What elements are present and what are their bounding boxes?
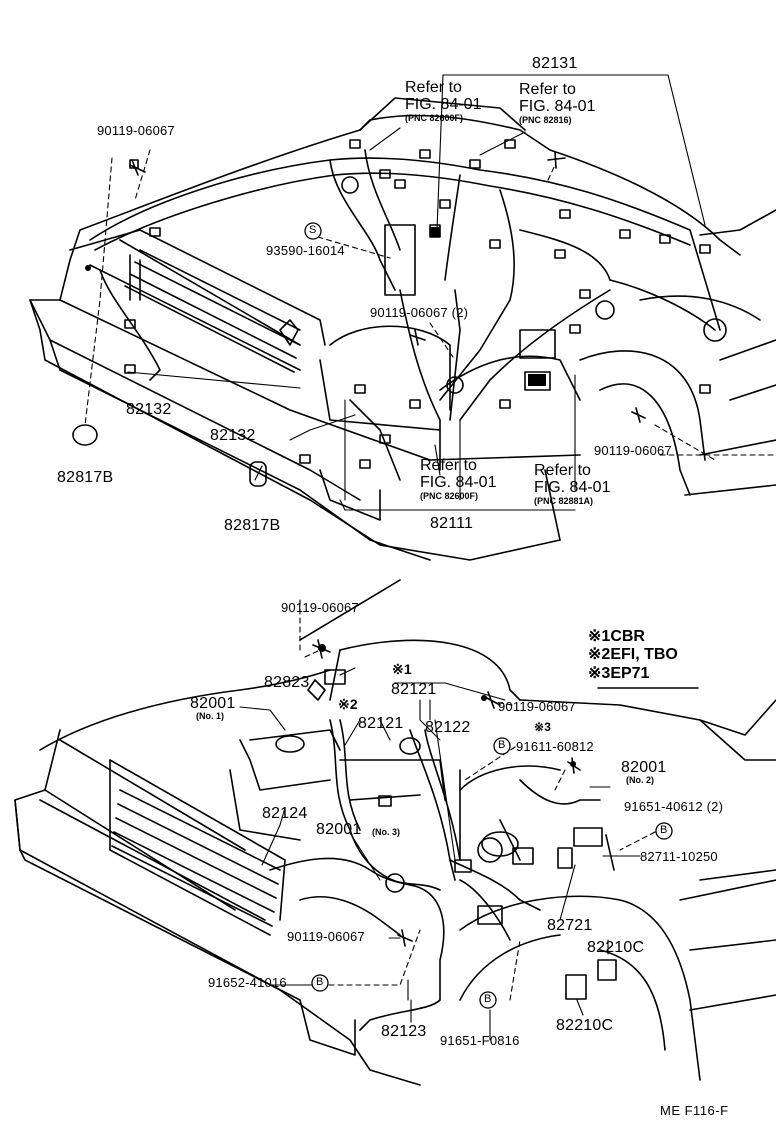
label-82210c-a: 82210C — [587, 939, 645, 956]
label-90119-06067-c: 90119-06067 — [594, 443, 672, 458]
label-82124: 82124 — [262, 805, 308, 822]
legend-row-1: ※1CBR — [588, 628, 645, 645]
label-82001-a: 82001 — [190, 695, 236, 712]
label-91651-40612: 91651-40612 (2) — [624, 799, 724, 814]
refer-line2: FIG. 84-01 — [519, 97, 596, 115]
refer-line1: Refer to — [405, 79, 462, 96]
refer-line1: Refer to — [519, 81, 576, 98]
refer-pnc: (PNC 82816) — [519, 114, 572, 125]
b-marker-3: B — [316, 976, 324, 988]
label-82121-a: 82121 — [391, 681, 437, 698]
label-82001-c: 82001 — [316, 821, 362, 838]
refer-pnc: (PNC 82600F) — [405, 112, 464, 123]
b-marker-1: B — [498, 739, 506, 751]
refer-fig-84-01-a: Refer to FIG. 84-01 (PNC 82600F) — [405, 79, 482, 123]
refer-line2: FIG. 84-01 — [405, 95, 482, 113]
label-82001-b: 82001 — [621, 759, 667, 776]
label-82711-10250: 82711-10250 — [640, 849, 718, 864]
legend-row-3: ※3EP71 — [588, 664, 650, 682]
s-marker: S — [309, 224, 317, 236]
refer-fig-84-01-c: Refer to FIG. 84-01 (PNC 82600F) — [420, 457, 497, 501]
label-90119-06067-a: 90119-06067 — [97, 123, 175, 138]
refer-fig-84-01-d: Refer to FIG. 84-01 (PNC 82881A) — [534, 462, 611, 506]
label-82123: 82123 — [381, 1023, 427, 1040]
label-82001-a-no: (No. 1) — [196, 711, 224, 721]
label-82131: 82131 — [532, 55, 578, 72]
label-82132-a: 82132 — [126, 401, 172, 418]
label-90119-06067-f: 90119-06067 — [287, 929, 365, 944]
refer-pnc: (PNC 82881A) — [534, 495, 594, 506]
label-82817b-b: 82817B — [224, 517, 281, 534]
label-82122: 82122 — [425, 719, 471, 736]
label-82111: 82111 — [430, 515, 474, 532]
refer-line1: Refer to — [420, 457, 477, 474]
label-82721: 82721 — [547, 917, 593, 934]
mark-3: ※3 — [534, 720, 552, 734]
label-90119-06067-b: 90119-06067 (2) — [370, 305, 469, 320]
refer-pnc: (PNC 82600F) — [420, 490, 479, 501]
b-marker-2: B — [660, 824, 668, 836]
label-91611-60812: 91611-60812 — [516, 739, 594, 754]
label-93590-16014: 93590-16014 — [266, 243, 345, 258]
s-marker-circle — [304, 222, 322, 240]
refer-line2: FIG. 84-01 — [534, 478, 611, 496]
variant-legend: ※1CBR ※2EFI, TBO ※3EP71 — [588, 628, 678, 683]
label-91652-41016: 91652-41016 — [208, 975, 287, 990]
label-90119-06067-d: 90119-06067 — [281, 600, 359, 615]
label-91651-f0816: 91651-F0816 — [440, 1033, 520, 1048]
label-82210c-b: 82210C — [556, 1017, 614, 1034]
legend-row-2: ※2EFI, TBO — [588, 646, 678, 664]
label-82001-b-no: (No. 2) — [626, 775, 654, 785]
refer-line2: FIG. 84-01 — [420, 473, 497, 491]
label-82121-b: 82121 — [358, 715, 404, 732]
label-82823: 82823 — [264, 674, 310, 691]
b-marker-4: B — [484, 993, 492, 1005]
label-90119-06067-e: 90119-06067 — [498, 699, 576, 714]
refer-line1: Refer to — [534, 462, 591, 479]
mark-1: ※1 — [392, 661, 412, 677]
label-82001-c-no: (No. 3) — [372, 827, 400, 837]
figure-code: ME F116-F — [660, 1103, 729, 1118]
label-82817b-a: 82817B — [57, 469, 114, 486]
label-82132-b: 82132 — [210, 427, 256, 444]
mark-2: ※2 — [338, 696, 358, 712]
refer-fig-84-01-b: Refer to FIG. 84-01 (PNC 82816) — [519, 81, 596, 125]
